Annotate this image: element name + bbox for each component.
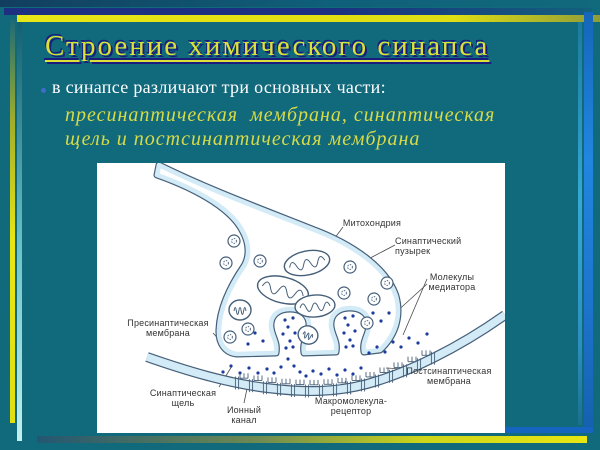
- mitochondrion-icon: [283, 249, 331, 277]
- label-presynaptic-membrane: Пресинаптическая мембрана: [127, 318, 209, 338]
- emphasis-line-1: пресинаптическая мембрана, синаптическая: [65, 104, 496, 126]
- top-yellow-bar: [17, 15, 600, 22]
- label-synaptic-vesicle: Синаптический пузырек: [395, 236, 462, 256]
- slide-title: Строение химического синапса: [45, 30, 490, 62]
- label-ion-channel: Ионный канал: [226, 405, 262, 425]
- bottom-gradient-bar: [37, 436, 587, 443]
- bullet-text: в синапсе различают три основных части:: [52, 77, 386, 97]
- mitochondrion-icon: [228, 299, 252, 321]
- right-light-stripe: [578, 22, 582, 425]
- synaptic-vesicles-group: [219, 234, 394, 344]
- label-receptor-macromolecule: Макромолекула-рецептор: [314, 396, 388, 416]
- left-yellow-stripe: [10, 20, 15, 423]
- label-postsynaptic-membrane: Постсинаптическая мембрана: [406, 366, 492, 386]
- ion-channels-group: [234, 351, 436, 398]
- top-dark-strip: [0, 0, 600, 7]
- mitochondrion-icon: [256, 275, 310, 305]
- label-mitochondria: Митохондрия: [342, 218, 402, 228]
- synapse-diagram-illustration: [145, 163, 505, 404]
- postsynaptic-membrane-band: [145, 310, 505, 397]
- synapse-diagram: Митохондрия Синаптический пузырек Молеку…: [97, 163, 505, 433]
- emphasis-line-2: щель и постсинаптическая мембрана: [65, 128, 421, 150]
- right-blue-bar: [584, 12, 593, 432]
- receptor-macromolecules-group: [239, 350, 431, 386]
- mitochondrion-icon: [297, 325, 319, 345]
- bullet-marker: [41, 88, 46, 93]
- label-mediator-molecules: Молекулы медиатора: [428, 272, 476, 292]
- bottom-blue-bar: [503, 427, 593, 433]
- top-navy-bar: [4, 8, 592, 15]
- presynaptic-terminal: [153, 163, 402, 358]
- label-synaptic-cleft: Синаптическая щель: [149, 388, 217, 408]
- emphasis-text: пресинаптическая мембрана, синаптическая…: [65, 103, 495, 151]
- neurotransmitter-dots-group: [221, 311, 429, 378]
- mitochondria-group: [228, 249, 336, 345]
- mitochondrion-icon: [294, 294, 336, 318]
- left-cyan-stripe: [17, 22, 22, 441]
